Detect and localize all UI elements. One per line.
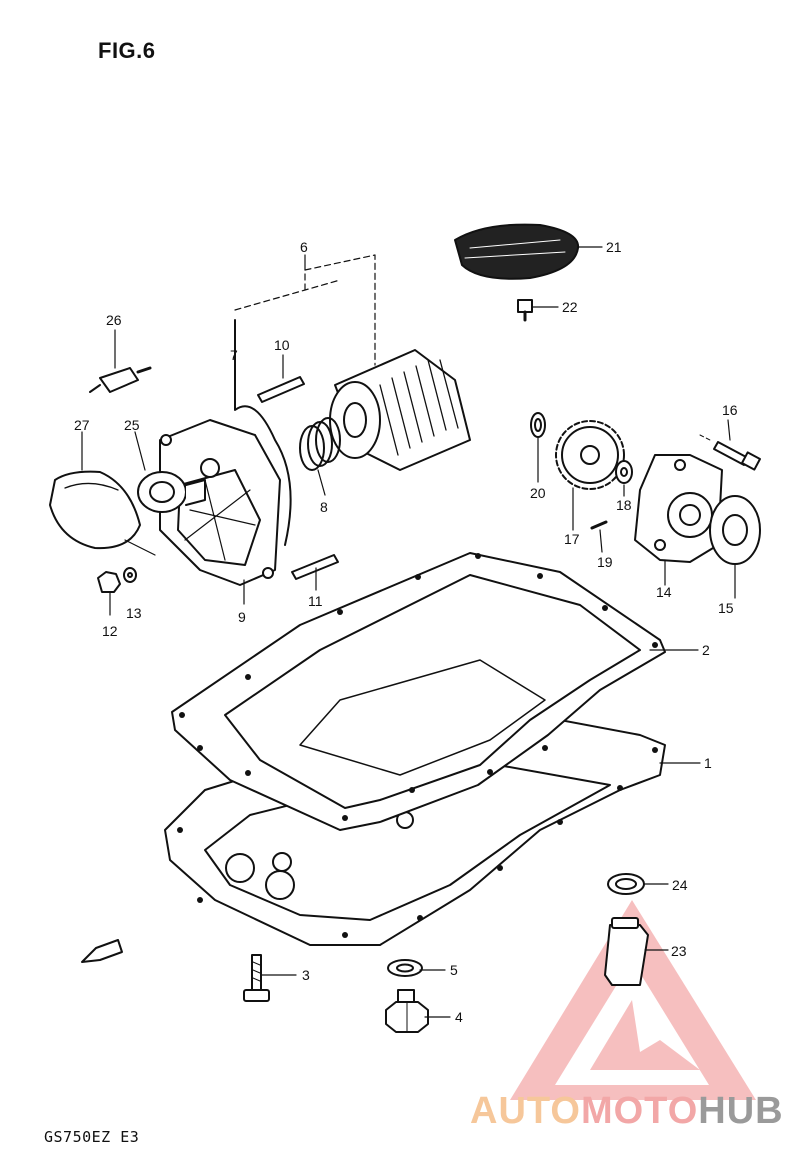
leader-lines bbox=[81, 246, 736, 1018]
watermark-brand: AUTOMOTOHUB bbox=[470, 1090, 784, 1133]
callout-19: 19 bbox=[597, 554, 613, 570]
callout-12: 12 bbox=[102, 623, 118, 639]
forward-arrow-icon bbox=[81, 939, 123, 963]
filter-cover-o-ring bbox=[234, 319, 292, 546]
callout-3: 3 bbox=[302, 967, 310, 983]
oil-pressure-switch bbox=[137, 471, 206, 513]
model-code: GS750EZ E3 bbox=[44, 1128, 140, 1146]
pan-bolt bbox=[243, 954, 270, 1002]
callout-22: 22 bbox=[562, 299, 578, 315]
callout-10: 10 bbox=[274, 337, 290, 353]
watermark-part-auto: AUTO bbox=[470, 1090, 581, 1132]
plug-o-ring bbox=[607, 873, 645, 895]
callout-9: 9 bbox=[238, 609, 246, 625]
switch-cover bbox=[49, 470, 156, 556]
callout-6: 6 bbox=[300, 239, 308, 255]
oil-filter bbox=[234, 254, 471, 471]
washer bbox=[123, 567, 137, 583]
sprocket-pin bbox=[590, 520, 608, 530]
oil-pan-gasket bbox=[171, 552, 666, 831]
callout-14: 14 bbox=[656, 584, 672, 600]
sprocket-washer bbox=[615, 460, 633, 484]
callout-5: 5 bbox=[450, 962, 458, 978]
dowel-pin-upper bbox=[257, 376, 305, 403]
oil-pump-bolt bbox=[699, 434, 761, 471]
oil-filter-cap-plate bbox=[454, 223, 580, 280]
callout-17: 17 bbox=[564, 531, 580, 547]
callout-26: 26 bbox=[106, 312, 122, 328]
callout-13: 13 bbox=[126, 605, 142, 621]
watermark-part-hub: HUB bbox=[698, 1090, 784, 1132]
callout-4: 4 bbox=[455, 1009, 463, 1025]
callout-24: 24 bbox=[672, 877, 688, 893]
oil-plug bbox=[604, 917, 649, 986]
filter-spring bbox=[299, 417, 341, 471]
pump-sprocket bbox=[555, 420, 625, 490]
dowel-pin-lower bbox=[291, 554, 339, 580]
callout-1: 1 bbox=[704, 755, 712, 771]
oil-pump bbox=[634, 454, 723, 563]
figure-title: FIG.6 bbox=[98, 38, 156, 63]
callout-16: 16 bbox=[722, 402, 738, 418]
callout-27: 27 bbox=[74, 417, 90, 433]
nut bbox=[97, 571, 121, 593]
drain-plug-washer bbox=[387, 959, 423, 977]
callout-18: 18 bbox=[616, 497, 632, 513]
callout-20: 20 bbox=[530, 485, 546, 501]
watermark-part-moto: MOTO bbox=[580, 1090, 699, 1132]
callout-23: 23 bbox=[671, 943, 687, 959]
oil-sensor bbox=[89, 366, 152, 393]
callout-15: 15 bbox=[718, 600, 734, 616]
callout-21: 21 bbox=[606, 239, 622, 255]
callout-25: 25 bbox=[124, 417, 140, 433]
circlip bbox=[530, 412, 546, 438]
callout-2: 2 bbox=[702, 642, 710, 658]
callout-8: 8 bbox=[320, 499, 328, 515]
oil-filter-cover bbox=[159, 419, 281, 586]
callout-11: 11 bbox=[308, 593, 323, 609]
drain-plug bbox=[385, 989, 429, 1033]
watermark-logo bbox=[510, 900, 756, 1100]
callout-7: 7 bbox=[230, 347, 238, 363]
cap-screw bbox=[517, 299, 533, 322]
oil-pump-gasket bbox=[709, 495, 761, 565]
